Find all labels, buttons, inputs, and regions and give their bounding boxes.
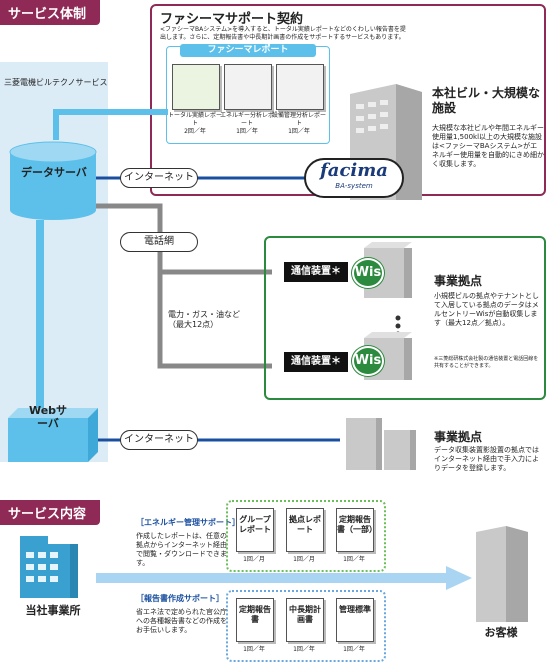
report-doc-3: 管理標準: [336, 598, 374, 642]
service-system-header: サービス体制: [0, 0, 100, 25]
report-freq-energy: 1回／年: [236, 128, 258, 135]
internet-pill-1: インターネット: [120, 168, 198, 188]
report-doc-3-title: 管理標準: [339, 605, 371, 614]
energy-doc-2: 拠点レポート: [286, 508, 324, 552]
power-label: 電力・ガス・油など（最大12点）: [168, 310, 240, 329]
business-site-box: [264, 236, 546, 400]
energy-doc-3-title: 定期報告書（一部）: [337, 515, 377, 534]
wis-badge-2: Wis: [352, 346, 384, 376]
facima-logo-main: facima: [320, 160, 388, 181]
energy-doc-1-title: グループレポート: [239, 515, 271, 534]
data-server-icon: [9, 141, 97, 220]
facima-logo: facima BA-system: [304, 158, 404, 198]
report-doc-2: 中長期計画書: [286, 598, 324, 642]
customer-icon: [476, 526, 528, 622]
site-building-1: [364, 242, 412, 298]
report-support-title: ［報告書作成サポート］: [136, 594, 224, 603]
report-freq-equipment: 1回／年: [288, 128, 310, 135]
site2-title: 事業拠点: [434, 430, 483, 444]
our-office-label: 当社事業所: [25, 604, 81, 617]
site2-desc: データ収集装置影設置の拠点ではインターネット経由で手入力によりデータを登録します…: [434, 446, 539, 472]
facima-logo-sub: BA-system: [335, 182, 373, 190]
report-doc-1-freq: 1回／年: [243, 646, 265, 653]
customer-label: お客様: [484, 626, 518, 639]
facima-contract-desc: <ファシーマBAシステム>を導入すると、トータル実績レポートなどのくわしい報告書…: [160, 26, 406, 41]
site1-title: 事業拠点: [434, 274, 483, 288]
facima-report-banner: ファシーマレポート: [180, 44, 316, 57]
site-building-3: [346, 418, 416, 470]
report-doc-1-title: 定期報告書: [239, 605, 271, 624]
report-name-energy: エネルギー分析レポート: [220, 112, 275, 127]
report-doc-1: 定期報告書: [236, 598, 274, 642]
facima-contract-title: ファシーマサポート契約: [160, 12, 304, 27]
energy-support-title: ［エネルギー管理サポート］: [136, 518, 240, 527]
internet-pill-2: インターネット: [120, 430, 198, 450]
energy-docs-frame: [226, 500, 386, 572]
report-doc-3-freq: 1回／年: [343, 646, 365, 653]
energy-doc-1: グループレポート: [236, 508, 274, 552]
energy-doc-3-freq: 1回／年: [343, 556, 365, 563]
energy-doc-3: 定期報告書（一部）: [336, 508, 377, 552]
hq-desc: 大規模な本社ビルや年間エネルギー使用量1,500kl以上の大規模な施設は<ファシ…: [432, 124, 544, 168]
report-thumb-energy: [224, 64, 272, 110]
report-support-desc: 省エネ法で定められた官公庁への各種報告書などの作成をお手伝いします。: [136, 608, 227, 634]
report-thumb-equipment: [276, 64, 324, 110]
report-thumb-total: [172, 64, 220, 110]
report-name-total: トータル実績レポート: [168, 112, 223, 127]
report-doc-2-freq: 1回／年: [293, 646, 315, 653]
wis-badge-1: Wis: [352, 258, 384, 288]
web-server-label: Webサーバ: [28, 404, 68, 430]
energy-doc-2-freq: 1回／月: [293, 556, 315, 563]
site1-note: ※三菱総研株式会社製の通信装置と電話回線を共有することができます。: [434, 356, 539, 369]
our-office-icon: [20, 536, 78, 598]
energy-doc-2-title: 拠点レポート: [289, 515, 321, 534]
comm-device-1: 通信装置＊: [284, 262, 348, 282]
phone-network-pill: 電話網: [120, 232, 198, 252]
report-name-equipment: 設備管理分析レポート: [272, 112, 327, 127]
report-freq-total: 2回／年: [184, 128, 206, 135]
site1-desc: 小規模ビルの拠点やテナントとして入居している拠点のデータはメルセントリーWisが…: [434, 292, 539, 327]
comm-device-2: 通信装置＊: [284, 352, 348, 372]
hq-title: 本社ビル・大規模な施設: [432, 86, 541, 115]
report-docs-frame: [226, 590, 386, 662]
energy-doc-1-freq: 1回／月: [243, 556, 265, 563]
report-doc-2-title: 中長期計画書: [289, 605, 321, 624]
energy-support-desc: 作成したレポートは、任意の拠点からインターネット経由で閲覧・ダウンロードできます…: [136, 532, 227, 567]
data-server-label: データサーバ: [21, 166, 87, 179]
provider-label: 三菱電機ビルテクノサービス: [4, 78, 108, 87]
service-content-header: サービス内容: [0, 500, 100, 525]
web-server-icon: [8, 408, 98, 462]
